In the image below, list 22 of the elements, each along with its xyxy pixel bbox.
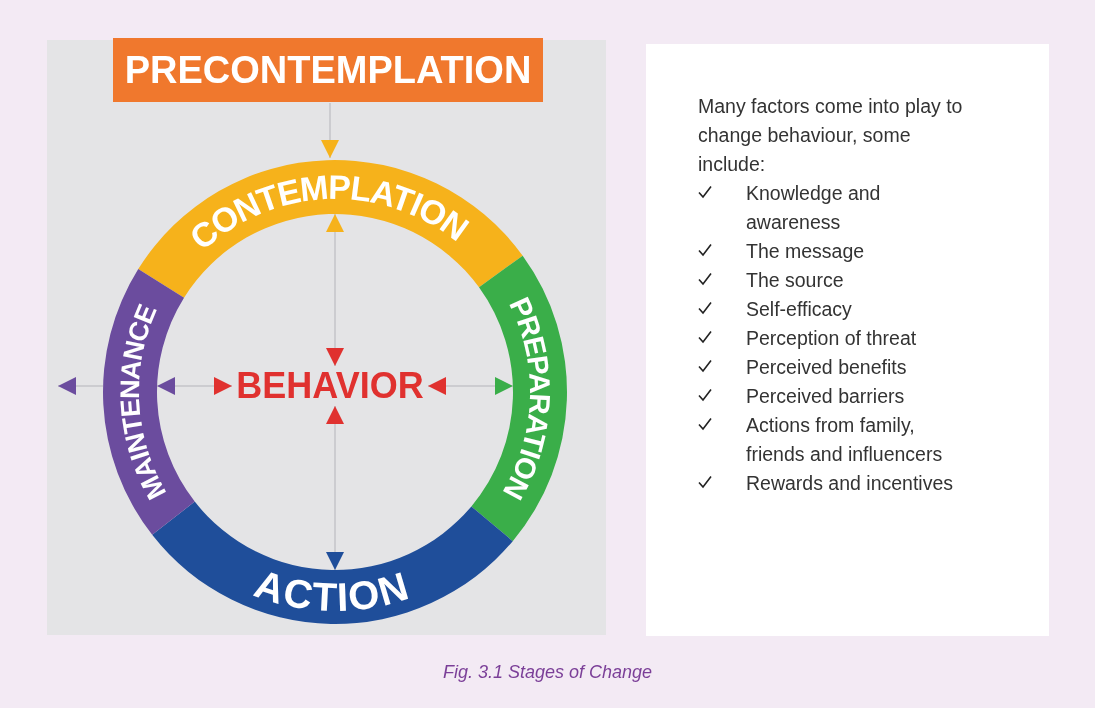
list-item: Self-efficacy	[746, 297, 853, 322]
figure-caption: Fig. 3.1 Stages of Change	[442, 662, 653, 682]
arrow	[326, 405, 344, 571]
list-item: Perceived benefits	[746, 355, 908, 380]
arrow	[156, 377, 233, 395]
list-item: Actions from family, friends and influencers	[746, 413, 944, 467]
list-item: Rewards and incentives	[746, 471, 955, 496]
arrow	[326, 213, 344, 367]
action-arc: ACTION	[152, 501, 513, 624]
stage-label: PRECONTEMPLATION	[124, 48, 532, 92]
center-label: BEHAVIOR	[236, 365, 424, 407]
list-item: Knowledge and awareness	[746, 181, 882, 235]
list-item: Perception of threat	[746, 326, 918, 351]
arrow	[321, 102, 339, 159]
list-item: The message	[746, 239, 866, 264]
arrow	[427, 377, 514, 395]
stage-box	[113, 38, 543, 102]
intro-paragraph: Many factors come into play to change behaviour, some include:	[698, 94, 964, 177]
arrow	[57, 377, 104, 395]
text-card	[646, 44, 1049, 636]
list-item: The source	[746, 268, 845, 293]
list-item: Perceived barriers	[746, 384, 906, 409]
